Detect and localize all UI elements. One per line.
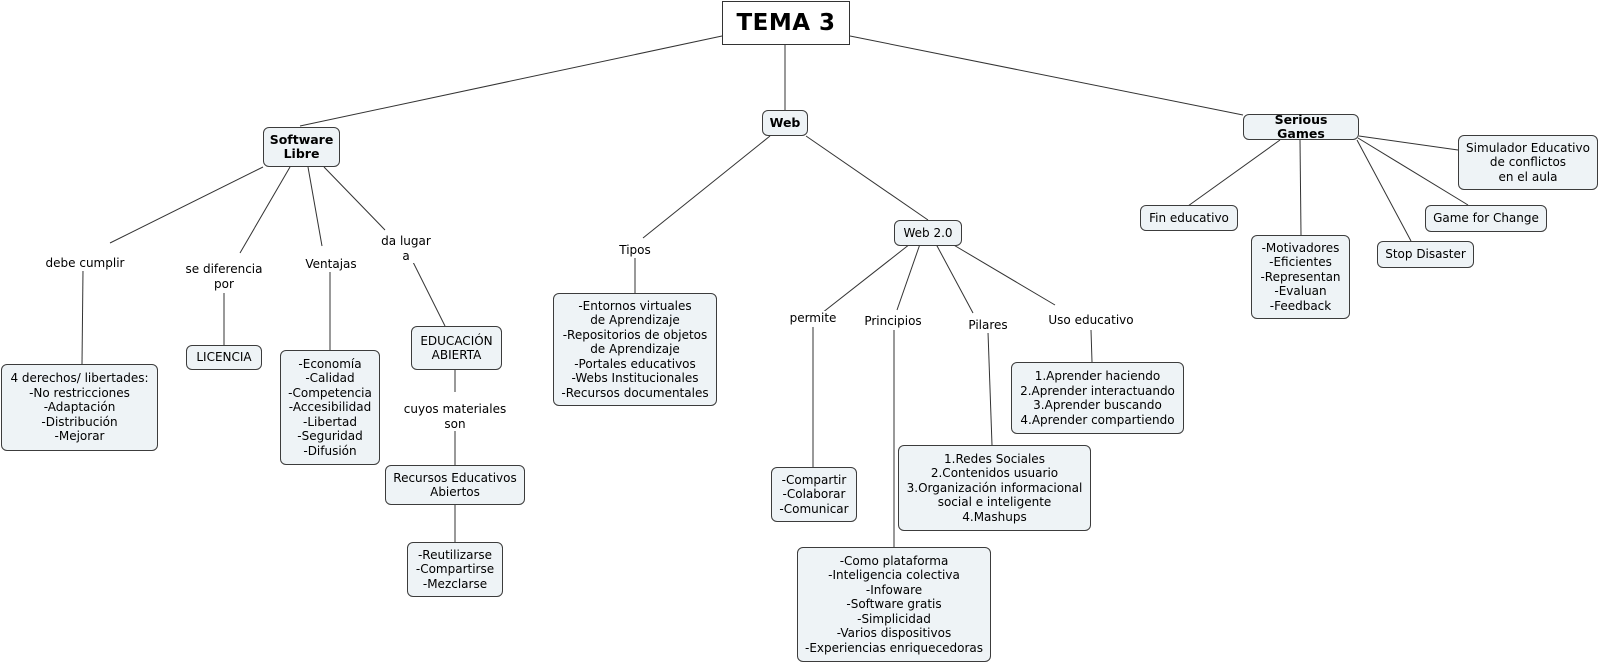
link-label-da-lugar: da lugar a xyxy=(381,234,431,263)
link-label-pilares: Pilares xyxy=(968,318,1008,333)
link-label-uso-educativo: Uso educativo xyxy=(1048,313,1134,328)
root-topic-node[interactable]: TEMA 3 xyxy=(722,1,850,45)
derechos-node[interactable]: 4 derechos/ libertades: -No restriccione… xyxy=(1,364,158,451)
educacion-abierta-node[interactable]: EDUCACIÓN ABIERTA xyxy=(411,326,502,370)
fin-educativo-node[interactable]: Fin educativo xyxy=(1140,205,1238,231)
reutilizarse-node[interactable]: -Reutilizarse -Compartirse -Mezclarse xyxy=(407,542,503,597)
link-label-principios: Principios xyxy=(864,314,922,329)
pilares-node[interactable]: 1.Redes Sociales 2.Contenidos usuario 3.… xyxy=(898,445,1091,531)
link-label-ventajas: Ventajas xyxy=(305,257,357,272)
recursos-abiertos-node[interactable]: Recursos Educativos Abiertos xyxy=(385,465,525,505)
stop-disaster-node[interactable]: Stop Disaster xyxy=(1377,241,1474,268)
link-label-debe-cumplir: debe cumplir xyxy=(45,256,125,271)
link-label-se-diferencia: se diferencia por xyxy=(185,262,263,291)
uso-educativo-node[interactable]: 1.Aprender haciendo 2.Aprender interactu… xyxy=(1011,362,1184,434)
web-node[interactable]: Web xyxy=(762,110,808,136)
motivadores-node[interactable]: -Motivadores -Eficientes -Representan -E… xyxy=(1251,235,1350,319)
link-label-permite: permite xyxy=(789,311,837,326)
licencia-node[interactable]: LICENCIA xyxy=(186,345,262,370)
web20-node[interactable]: Web 2.0 xyxy=(894,220,962,246)
link-label-tipos: Tipos xyxy=(619,243,651,258)
ventajas-node[interactable]: -Economía -Calidad -Competencia -Accesib… xyxy=(280,350,380,465)
link-label-cuyos-materiales: cuyos materiales son xyxy=(403,402,507,431)
principios-node[interactable]: -Como plataforma -Inteligencia colectiva… xyxy=(797,547,991,662)
permite-node[interactable]: -Compartir -Colaborar -Comunicar xyxy=(771,467,857,522)
serious-games-node[interactable]: Serious Games xyxy=(1243,112,1359,141)
software-libre-node[interactable]: Software Libre xyxy=(263,127,340,167)
simulador-node[interactable]: Simulador Educativo de conflictos en el … xyxy=(1458,135,1598,190)
tipos-node[interactable]: -Entornos virtuales de Aprendizaje -Repo… xyxy=(553,293,717,406)
game-for-change-node[interactable]: Game for Change xyxy=(1425,205,1547,232)
